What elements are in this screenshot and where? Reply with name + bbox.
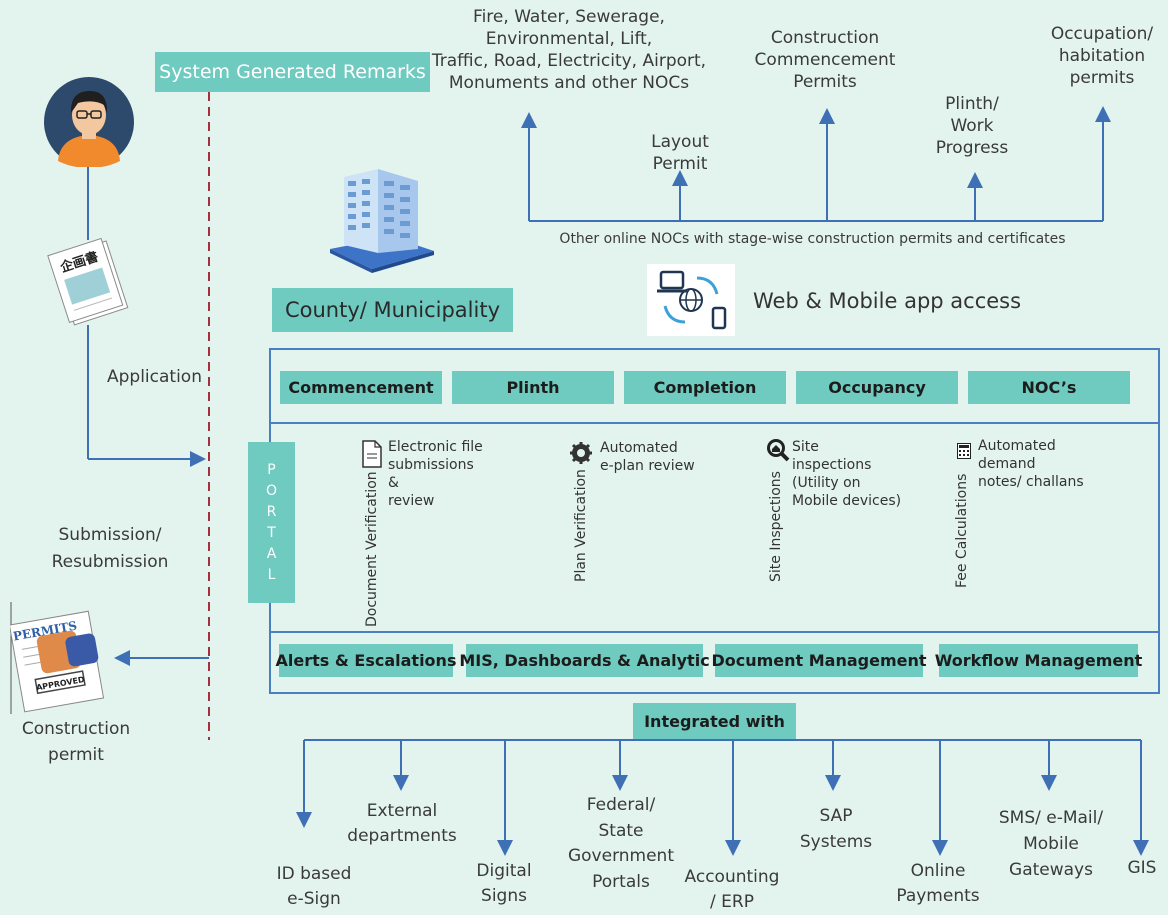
remarks-label: System Generated Remarks [159,61,426,83]
module-workflow-management[interactable]: Workflow Management [935,644,1142,677]
integration-gis: GIS [1127,858,1157,878]
module-document-management[interactable]: Document Management [711,644,927,677]
integrated-with-label: Integrated with [633,703,796,739]
noc-fire-water-label: Fire, Water, Sewerage, Environmental, Li… [431,7,707,93]
portal-letter: T [267,524,276,541]
portal-letter: R [266,503,277,520]
integration-accounting-erp: Accounting / ERP [684,867,780,912]
stage-occupancy[interactable]: Occupancy [796,371,958,404]
fee-calculations-label: Fee Calculations [954,473,970,588]
stage-completion[interactable]: Completion [624,371,786,404]
portal-letter: L [267,566,276,583]
integration-id-esign: ID based e-Sign [276,864,352,909]
plan-verification-label: Plan Verification [573,469,589,582]
site-inspections-text: Site inspections (Utility on Mobile devi… [792,439,902,509]
plinth-progress-label: Plinth/ Work Progress [935,94,1009,158]
fee-calculations-text: Automated demand notes/ challans [978,438,1084,490]
integration-sap-systems: SAP Systems [799,806,873,852]
remarks-box: System Generated Remarks [155,52,430,92]
county-municipality-label: County/ Municipality [284,298,501,322]
integration-digital-signs: Digital Signs [476,861,532,906]
integration-government-portals: Federal/ State Government Portals [567,795,675,892]
integration-sms-gateways: SMS/ e-Mail/ Mobile Gateways [998,808,1104,880]
integration-online-payments: Online Payments [896,861,980,906]
web-mobile-label: Web & Mobile app access [753,289,1022,313]
noc-caption: Other online NOCs with stage-wise constr… [559,231,1066,247]
submission-label: Submission/ Resubmission [51,525,169,572]
document-verification-label: Document Verification [364,471,380,627]
web-mobile-icon [647,264,735,336]
stage-commencement[interactable]: Commencement [280,371,442,404]
application-document-icon: 企画書 [46,236,134,328]
application-label: Application [107,367,202,387]
permit-stamp-icon: PERMITS APPROVED [8,602,120,714]
construction-permit-label: Construction permit [21,719,131,765]
commencement-permits-label: Construction Commencement Permits [754,28,896,92]
portal-letter: A [266,545,277,562]
building-icon [326,165,436,273]
calculator-icon [957,443,971,459]
module-mis-dashboards[interactable]: MIS, Dashboards & Analytic [459,644,710,677]
plan-verification-text: Automated e-plan review [600,440,695,474]
stage-plinth[interactable]: Plinth [452,371,614,404]
layout-permit-label: Layout Permit [651,132,709,174]
magnifier-icon [766,438,790,462]
stage-nocs[interactable]: NOC’s [968,371,1130,404]
document-verification-text: Electronic file submissions & review [388,439,483,509]
gear-icon [570,442,592,464]
portal-letter: O [265,482,278,499]
occupation-permits-label: Occupation/ habitation permits [1050,24,1154,88]
module-alerts-escalations[interactable]: Alerts & Escalations [276,644,456,677]
user-avatar [44,77,134,168]
site-inspections-label: Site Inspections [768,471,784,582]
user-icon [44,77,134,168]
portal-bar: P O R T A L [248,442,295,603]
portal-letter: P [267,461,276,478]
document-icon [362,440,382,468]
county-municipality-box: County/ Municipality [272,288,513,332]
integration-external-departments: External departments [347,801,457,846]
